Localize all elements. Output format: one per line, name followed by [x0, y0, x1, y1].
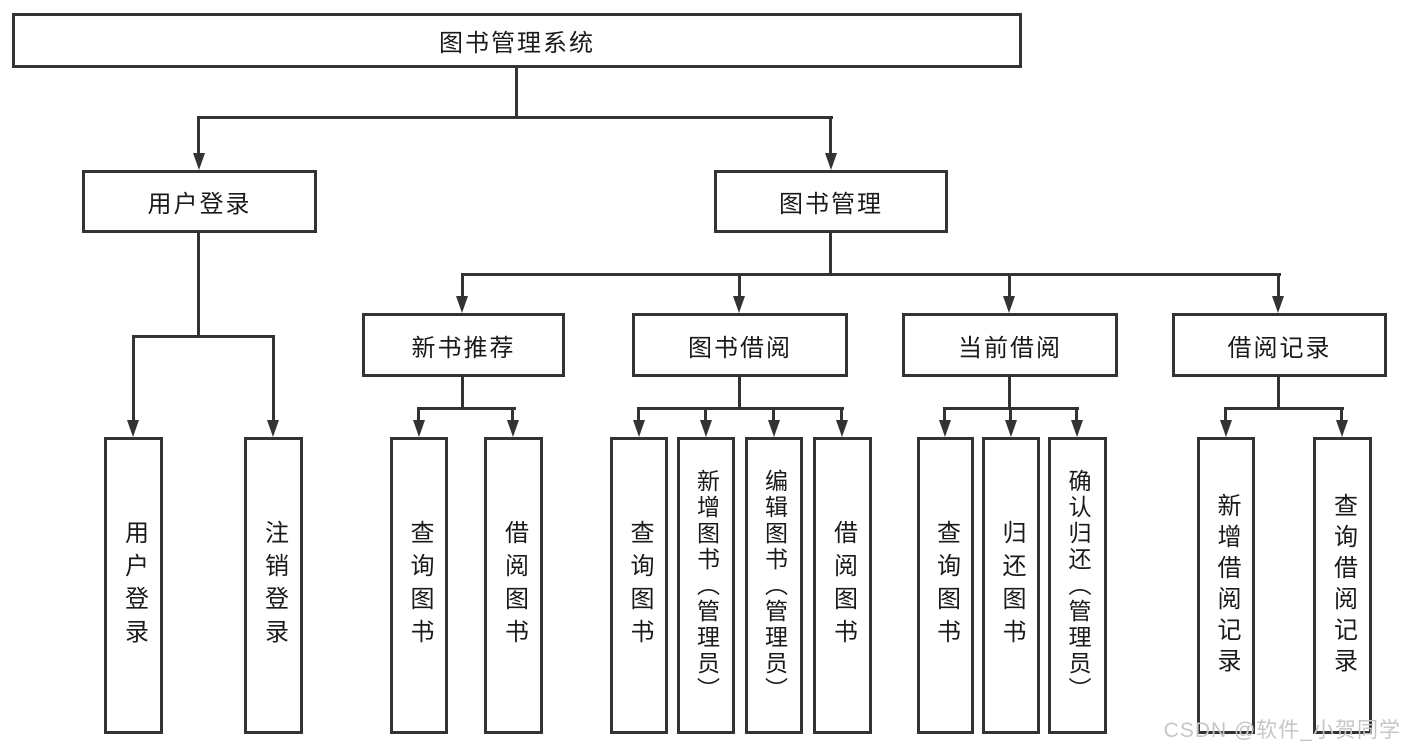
arrowhead-add-book [700, 420, 712, 437]
connector-level2-hline [461, 273, 1281, 276]
connector-borrow-records-hline [1224, 407, 1344, 410]
connector-stem-user-login [197, 116, 200, 156]
node-book-borrowing: 图书借阅 [632, 313, 848, 377]
node-root-title: 图书管理系统 [12, 13, 1022, 68]
node-current-borrowing: 当前借阅 [902, 313, 1118, 377]
arrowhead-login-leaf [127, 420, 139, 437]
node-leaf-add-borrow-record: 新增借阅记录 [1197, 437, 1255, 734]
node-leaf-confirm-return-admin: 确认归还（管理员） [1048, 437, 1107, 734]
connector-new-book-hline [417, 407, 516, 410]
node-leaf-return-books: 归还图书 [982, 437, 1040, 734]
node-leaf-query-books-3: 查询图书 [917, 437, 974, 734]
arrowhead-add-record [1220, 420, 1232, 437]
connector-book-borrowing-stem [738, 375, 741, 410]
arrowhead-user-login [193, 153, 205, 170]
node-leaf-query-books-2: 查询图书 [610, 437, 668, 734]
arrowhead-query-books-2 [633, 420, 645, 437]
arrowhead-current-borrowing [1003, 296, 1015, 313]
connector-level1-hline [197, 116, 833, 119]
node-new-book-recommend: 新书推荐 [362, 313, 565, 377]
arrowhead-query-record [1336, 420, 1348, 437]
node-leaf-logout: 注销登录 [244, 437, 303, 734]
connector-stem-add-book [704, 407, 707, 422]
connector-user-login-stem [197, 231, 200, 338]
arrowhead-confirm-return [1071, 420, 1083, 437]
node-leaf-edit-book-admin: 编辑图书（管理员） [745, 437, 803, 734]
connector-book-borrowing-hline [637, 407, 844, 410]
arrowhead-query-books-1 [413, 420, 425, 437]
arrowhead-borrow-records [1272, 296, 1284, 313]
connector-stem-new-book [461, 273, 464, 300]
connector-book-management-stem [829, 231, 832, 276]
connector-stem-borrow-books-1 [511, 407, 514, 422]
node-user-login: 用户登录 [82, 170, 317, 233]
connector-stem-login-leaf [132, 335, 135, 423]
node-book-management: 图书管理 [714, 170, 948, 233]
connector-user-login-hline [132, 335, 275, 338]
connector-stem-query-books-1 [417, 407, 420, 422]
arrowhead-borrow-books-1 [507, 420, 519, 437]
arrowhead-edit-book [768, 420, 780, 437]
connector-stem-book-management [829, 116, 832, 156]
arrowhead-book-management [825, 153, 837, 170]
connector-borrow-records-stem [1277, 375, 1280, 410]
node-borrowing-records: 借阅记录 [1172, 313, 1387, 377]
connector-stem-add-record [1224, 407, 1227, 422]
connector-stem-book-borrowing [738, 273, 741, 300]
connector-stem-current-borrowing [1008, 273, 1011, 300]
connector-stem-query-books-3 [943, 407, 946, 422]
connector-stem-query-record [1340, 407, 1343, 422]
connector-stem-borrow-records [1277, 273, 1280, 300]
connector-root-stem [515, 66, 518, 118]
arrowhead-logout-leaf [267, 420, 279, 437]
arrowhead-query-books-3 [939, 420, 951, 437]
connector-current-borrowing-stem [1008, 375, 1011, 410]
node-leaf-borrow-books-2: 借阅图书 [813, 437, 872, 734]
connector-new-book-stem [461, 375, 464, 410]
arrowhead-new-book [456, 296, 468, 313]
node-leaf-query-books-1: 查询图书 [390, 437, 448, 734]
node-leaf-user-login: 用户登录 [104, 437, 163, 734]
node-leaf-query-borrow-record: 查询借阅记录 [1313, 437, 1372, 734]
csdn-watermark: CSDN @软件_小贺同学 [1163, 719, 1401, 742]
connector-stem-confirm-return [1075, 407, 1078, 422]
connector-stem-query-books-2 [637, 407, 640, 422]
arrowhead-book-borrowing [733, 296, 745, 313]
node-leaf-add-book-admin: 新增图书（管理员） [677, 437, 735, 734]
arrowhead-borrow-books-2 [836, 420, 848, 437]
arrowhead-return-books [1005, 420, 1017, 437]
connector-stem-logout-leaf [272, 335, 275, 423]
connector-stem-edit-book [772, 407, 775, 422]
connector-stem-borrow-books-2 [840, 407, 843, 422]
connector-stem-return-books [1009, 407, 1012, 422]
node-leaf-borrow-books-1: 借阅图书 [484, 437, 543, 734]
